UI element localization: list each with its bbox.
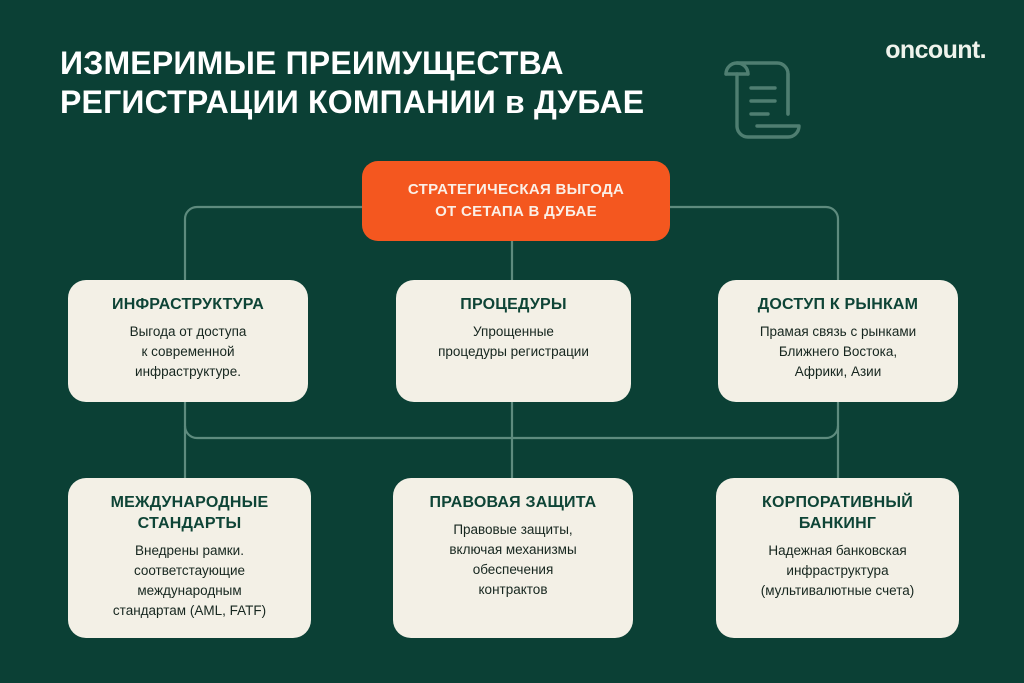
card-body: Упрощенные процедуры регистрации xyxy=(438,324,589,359)
root-node-label-line-1: СТРАТЕГИЧЕСКАЯ ВЫГОДА xyxy=(407,181,625,198)
card-heading: ДОСТУП К РЫНКАМ xyxy=(757,296,919,313)
connector-root-to-infrastructure xyxy=(183,205,364,282)
page-title: ИЗМЕРИМЫЕ ПРЕИМУЩЕСТВА РЕГИСТРАЦИИ КОМПА… xyxy=(60,44,720,122)
card-procedures[interactable]: ПРОЦЕДУРЫ Упрощенные процедуры регистрац… xyxy=(396,280,631,402)
card-legal-protection[interactable]: ПРАВОВАЯ ЗАЩИТА Правовые защиты, включая… xyxy=(393,478,633,638)
card-heading: МЕЖДУНАРОДНЫЕ СТАНДАРТЫ xyxy=(110,494,269,532)
card-infrastructure[interactable]: ИНФРАСТРУКТУРА Выгода от доступа к совре… xyxy=(68,280,308,402)
page-title-line-2: РЕГИСТРАЦИИ КОМПАНИИ в ДУБАЕ xyxy=(60,84,645,120)
page-title-line-1: ИЗМЕРИМЫЕ ПРЕИМУЩЕСТВА xyxy=(60,45,564,81)
card-market-access[interactable]: ДОСТУП К РЫНКАМ Прамая связь с рынками Б… xyxy=(718,280,958,402)
card-corporate-banking[interactable]: КОРПОРАТИВНЫЙ БАНКИНГ Надежная банковска… xyxy=(716,478,959,638)
connector-root-to-market-access xyxy=(668,205,840,282)
card-international-standards[interactable]: МЕЖДУНАРОДНЫЕ СТАНДАРТЫ Внедрены рамки. … xyxy=(68,478,311,638)
card-body: Правовые защиты, включая механизмы обесп… xyxy=(449,522,577,597)
card-body: Внедрены рамки. соответстаующие междунар… xyxy=(112,543,267,618)
scroll-document-icon xyxy=(724,61,801,139)
connector-bus-right xyxy=(510,424,840,440)
brand-logo: oncount. xyxy=(885,36,986,64)
root-node-label-line-2: ОТ СЕТАПА В ДУБАЕ xyxy=(435,203,597,220)
card-heading: ИНФРАСТРУКТУРА xyxy=(112,296,264,313)
connector-bus-left xyxy=(183,424,514,440)
card-heading: КОРПОРАТИВНЫЙ БАНКИНГ xyxy=(762,494,913,532)
card-body: Надежная банковская инфраструктура (муль… xyxy=(760,543,915,598)
card-body: Прамая связь с рынками Ближнего Востока,… xyxy=(759,324,917,379)
card-heading: ПРАВОВАЯ ЗАЩИТА xyxy=(429,494,597,511)
card-body: Выгода от доступа к современной инфрастр… xyxy=(129,324,247,379)
card-heading: ПРОЦЕДУРЫ xyxy=(460,296,567,313)
root-node-strategic-benefit[interactable]: СТРАТЕГИЧЕСКАЯ ВЫГОДА ОТ СЕТАПА В ДУБАЕ xyxy=(362,161,670,241)
